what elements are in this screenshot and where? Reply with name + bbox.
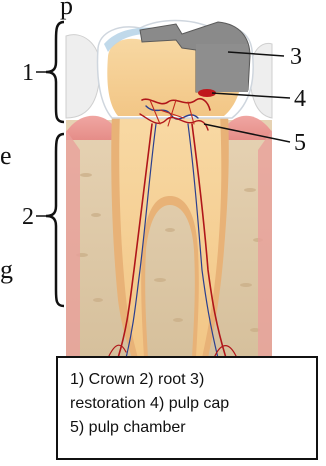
label-2-root: 2 — [22, 204, 34, 230]
label-1-crown: 1 — [22, 60, 34, 86]
side-text-fragment-lower: g — [0, 255, 13, 284]
caption-line-2: restoration 4) pulp cap — [70, 392, 306, 416]
root-brace — [46, 134, 64, 306]
label-5-pulp-chamber: 5 — [294, 130, 306, 156]
side-text-fragment-upper: e — [0, 141, 12, 170]
label-4-pulp-cap: 4 — [294, 86, 306, 112]
caption-line-1: 1) Crown 2) root 3) — [70, 368, 306, 392]
top-text-fragment: p — [60, 0, 73, 20]
figure-caption: 1) Crown 2) root 3) restoration 4) pulp … — [56, 356, 318, 460]
crown-brace — [46, 22, 64, 122]
label-3-restoration: 3 — [290, 44, 302, 70]
caption-line-3: 5) pulp chamber — [70, 416, 306, 440]
tooth-diagram: p e g 1 2 3 4 5 — [0, 0, 326, 358]
